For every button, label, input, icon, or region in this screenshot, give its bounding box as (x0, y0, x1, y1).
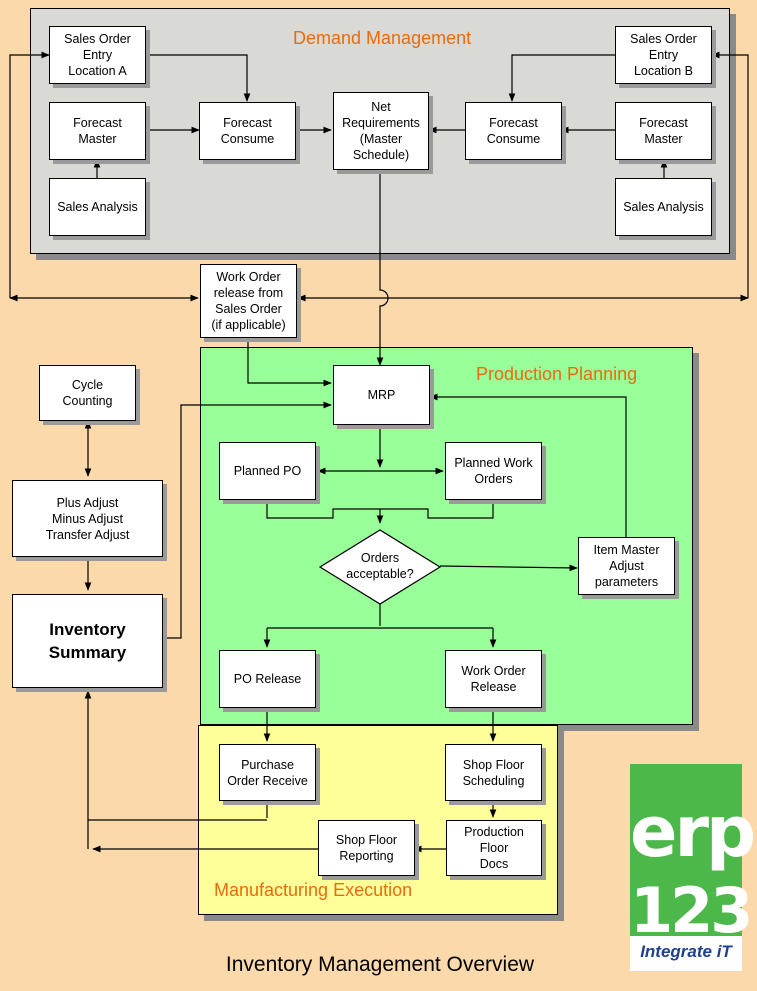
sales-order-entry-a: Sales Order Entry Location A (49, 26, 146, 84)
mrp: MRP (333, 365, 430, 425)
sales-order-entry-b: Sales Order Entry Location B (615, 26, 712, 84)
net-requirements: Net Requirements (Master Schedule) (333, 92, 429, 170)
orders-acceptable-decision: Orders acceptable? (346, 551, 414, 581)
sales-analysis-a: Sales Analysis (49, 178, 146, 236)
planned-work-orders: Planned Work Orders (445, 442, 542, 500)
cycle-counting: Cycle Counting (39, 365, 136, 421)
demand-management-title: Demand Management (293, 28, 472, 48)
forecast-master-a: Forecast Master (49, 102, 146, 160)
erp123-logo: erp 123 Integrate iT (630, 764, 756, 971)
adjustments: Plus Adjust Minus Adjust Transfer Adjust (12, 480, 163, 557)
forecast-consume-a: Forecast Consume (199, 102, 296, 160)
purchase-order-receive: Purchase Order Receive (219, 744, 316, 801)
logo-tagline-tile (630, 936, 742, 971)
logo-erp-text: erp (630, 791, 756, 873)
diagram-title: Inventory Management Overview (225, 953, 535, 976)
decision-diamond (318, 529, 442, 605)
forecast-master-b: Forecast Master (615, 102, 712, 160)
production-floor-docs: Production Floor Docs (446, 820, 542, 876)
work-order-release: Work Order Release (445, 650, 542, 708)
item-master-adjust-parameters: Item Master Adjust parameters (578, 537, 675, 595)
logo-number-tile (630, 886, 742, 936)
logo-number-text: 123 (630, 874, 753, 947)
po-release: PO Release (219, 650, 316, 708)
shop-floor-scheduling: Shop Floor Scheduling (445, 744, 542, 801)
shop-floor-reporting: Shop Floor Reporting (318, 820, 415, 876)
logo-erp-tile (630, 764, 742, 886)
sales-analysis-b: Sales Analysis (615, 178, 712, 236)
inventory-summary: Inventory Summary (12, 594, 163, 688)
production-planning-title: Production Planning (476, 364, 638, 384)
work-order-release-from-sales-order: Work Order release from Sales Order (if … (200, 264, 297, 338)
planned-po: Planned PO (219, 442, 316, 500)
logo-tagline-text: Integrate iT (640, 942, 732, 961)
forecast-consume-b: Forecast Consume (465, 102, 562, 160)
manufacturing-execution-title: Manufacturing Execution (214, 880, 413, 900)
